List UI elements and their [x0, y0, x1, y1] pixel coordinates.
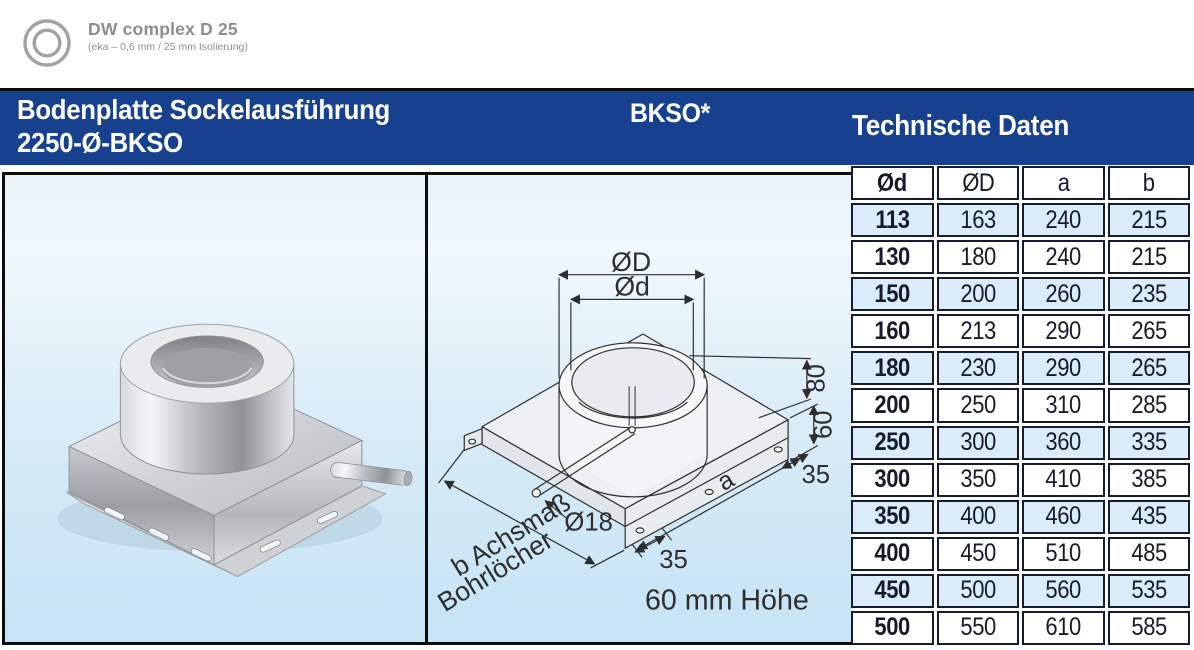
table-cell: 335 — [1107, 425, 1190, 460]
table-cell: 510 — [1022, 536, 1105, 571]
table-cell: 460 — [1022, 499, 1105, 534]
product-title-line1: Bodenplatte Sockelausführung — [17, 94, 390, 125]
table-cell: 250 — [851, 425, 934, 460]
table-cell: 500 — [936, 573, 1019, 608]
table-cell: 400 — [851, 536, 934, 571]
product-photo-panel — [2, 172, 428, 645]
table-cell: 550 — [936, 610, 1019, 645]
table-cell: 400 — [936, 499, 1019, 534]
table-cell: 450 — [936, 536, 1019, 571]
table-cell: 560 — [1022, 573, 1105, 608]
table-cell: 180 — [851, 351, 934, 386]
dim-plate-height-label: 60 — [810, 411, 838, 440]
table-cell: 300 — [936, 425, 1019, 460]
table-cell: 235 — [1107, 277, 1190, 312]
height-note: 60 mm Höhe — [645, 584, 809, 616]
table-cell: 290 — [1022, 351, 1105, 386]
table-header-cell: ØD — [936, 166, 1019, 201]
table-cell: 310 — [1022, 388, 1105, 423]
table-cell: 385 — [1107, 462, 1190, 497]
product-photo-illustration — [57, 323, 413, 578]
table-cell: 300 — [851, 462, 934, 497]
table-cell: 265 — [1107, 351, 1190, 386]
table-cell: 240 — [1022, 203, 1105, 238]
table-cell: 535 — [1107, 573, 1190, 608]
table-cell: 500 — [851, 610, 934, 645]
table-cell: 265 — [1107, 314, 1190, 349]
table-cell: 485 — [1107, 536, 1190, 571]
table-header-cell: b — [1107, 166, 1190, 201]
table-cell: 435 — [1107, 499, 1190, 534]
table-header-cell: Ød — [851, 166, 934, 201]
dim-offset-right-label: 35 — [801, 461, 830, 489]
table-header-cell: a — [1022, 166, 1105, 201]
table-cell: 150 — [851, 277, 934, 312]
table-cell: 350 — [936, 462, 1019, 497]
table-cell: 230 — [936, 351, 1019, 386]
table-cell: 240 — [1022, 240, 1105, 275]
table-cell: 213 — [936, 314, 1019, 349]
table-cell: 215 — [1107, 240, 1190, 275]
product-code: BKSO* — [629, 98, 711, 128]
double-wall-pipe-icon — [23, 19, 71, 67]
table-cell: 180 — [936, 240, 1019, 275]
table-cell: 285 — [1107, 388, 1190, 423]
dim-outer-diameter-label: ØD — [611, 247, 651, 277]
table-cell: 113 — [851, 203, 934, 238]
table-cell: 130 — [851, 240, 934, 275]
table-title: Technische Daten — [852, 110, 1070, 142]
dim-hole-diameter-label: Ø18 — [564, 508, 613, 536]
table-cell: 360 — [1022, 425, 1105, 460]
dim-offset-front-label: 35 — [659, 546, 688, 574]
system-name: DW complex D 25 — [88, 19, 238, 39]
table-cell: 610 — [1022, 610, 1105, 645]
product-title: Bodenplatte Sockelausführung 2250-Ø-BKSO — [17, 93, 390, 159]
table-cell: 163 — [936, 203, 1019, 238]
technical-drawing-panel: ØD Ød 80 60 35 a 35 Ø18 b Achsmaß Bohrlö… — [428, 172, 852, 645]
table-cell: 215 — [1107, 203, 1190, 238]
table-cell: 290 — [1022, 314, 1105, 349]
table-cell: 260 — [1022, 277, 1105, 312]
table-cell: 350 — [851, 499, 934, 534]
title-bar: Bodenplatte Sockelausführung 2250-Ø-BKSO… — [0, 88, 1194, 165]
table-cell: 250 — [936, 388, 1019, 423]
table-cell: 200 — [851, 388, 934, 423]
table-cell: 585 — [1107, 610, 1190, 645]
system-spec: (eka – 0,6 mm / 25 mm Isolierung) — [88, 41, 248, 53]
table-cell: 410 — [1022, 462, 1105, 497]
dim-inner-diameter-label: Ød — [614, 271, 650, 301]
technical-drawing: ØD Ød 80 60 35 a 35 Ø18 b Achsmaß Bohrlö… — [432, 247, 838, 618]
product-title-line2: 2250-Ø-BKSO — [17, 127, 183, 158]
table-cell: 450 — [851, 573, 934, 608]
dim-collar-height-label: 80 — [803, 364, 831, 393]
table-cell: 160 — [851, 314, 934, 349]
table-cell: 200 — [936, 277, 1019, 312]
